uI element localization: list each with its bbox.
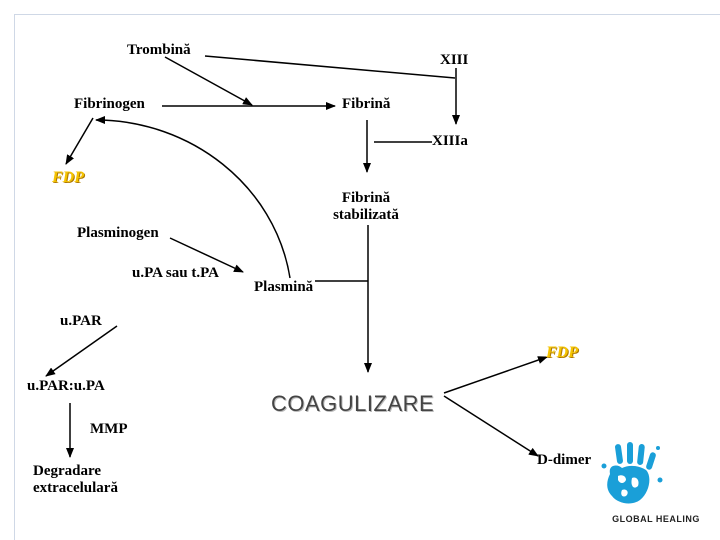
label-xiii: XIII	[440, 52, 469, 68]
label-trombina: Trombină	[127, 42, 191, 58]
slide-frame	[14, 14, 720, 540]
label-degradare: Degradare extracelulară	[33, 463, 118, 497]
label-fibrina-stabilizata: Fibrină stabilizată	[318, 190, 414, 224]
arrow-plasmina-fibrinogen	[95, 116, 291, 279]
label-xiiia: XIIIa	[432, 133, 468, 149]
global-healing-logo: GLOBAL HEALING	[596, 440, 716, 530]
label-fdp-top: FDP	[52, 169, 84, 186]
label-plasmina: Plasmină	[254, 279, 314, 295]
arrow-trombina-fibrinogen	[164, 56, 253, 106]
label-degradare-line2: extracelulară	[33, 480, 118, 496]
label-coagulizare: COAGULIZARE	[271, 391, 435, 416]
label-degradare-line1: Degradare	[33, 463, 102, 479]
hand-globe-icon	[601, 442, 663, 504]
label-d-dimer: D-dimer	[537, 452, 592, 468]
label-plasminogen: Plasminogen	[77, 225, 159, 241]
label-fibrinogen: Fibrinogen	[74, 96, 145, 112]
arrow-plasminogen-plasmina	[169, 237, 244, 273]
label-mmp: MMP	[90, 421, 128, 437]
logo-text: GLOBAL HEALING	[612, 514, 700, 524]
arrow-coagulizare-ddimer	[443, 395, 539, 457]
arrow-trombina-xiiia	[204, 55, 456, 79]
arrow-fibrinogen-fdp	[65, 117, 94, 165]
arrow-upar-uparupa	[45, 325, 118, 377]
arrow-coagulizare-fdp	[443, 356, 548, 394]
label-fibrina: Fibrină	[342, 96, 391, 112]
label-upar-upa: u.PAR:u.PA	[27, 378, 105, 394]
label-upa-tpa: u.PA sau t.PA	[132, 265, 219, 281]
label-fibrina-stab-line1: Fibrină	[341, 190, 391, 206]
label-upar: u.PAR	[60, 313, 102, 329]
label-fibrina-stab-line2: stabilizată	[333, 207, 399, 223]
label-fdp-right: FDP	[546, 344, 578, 361]
